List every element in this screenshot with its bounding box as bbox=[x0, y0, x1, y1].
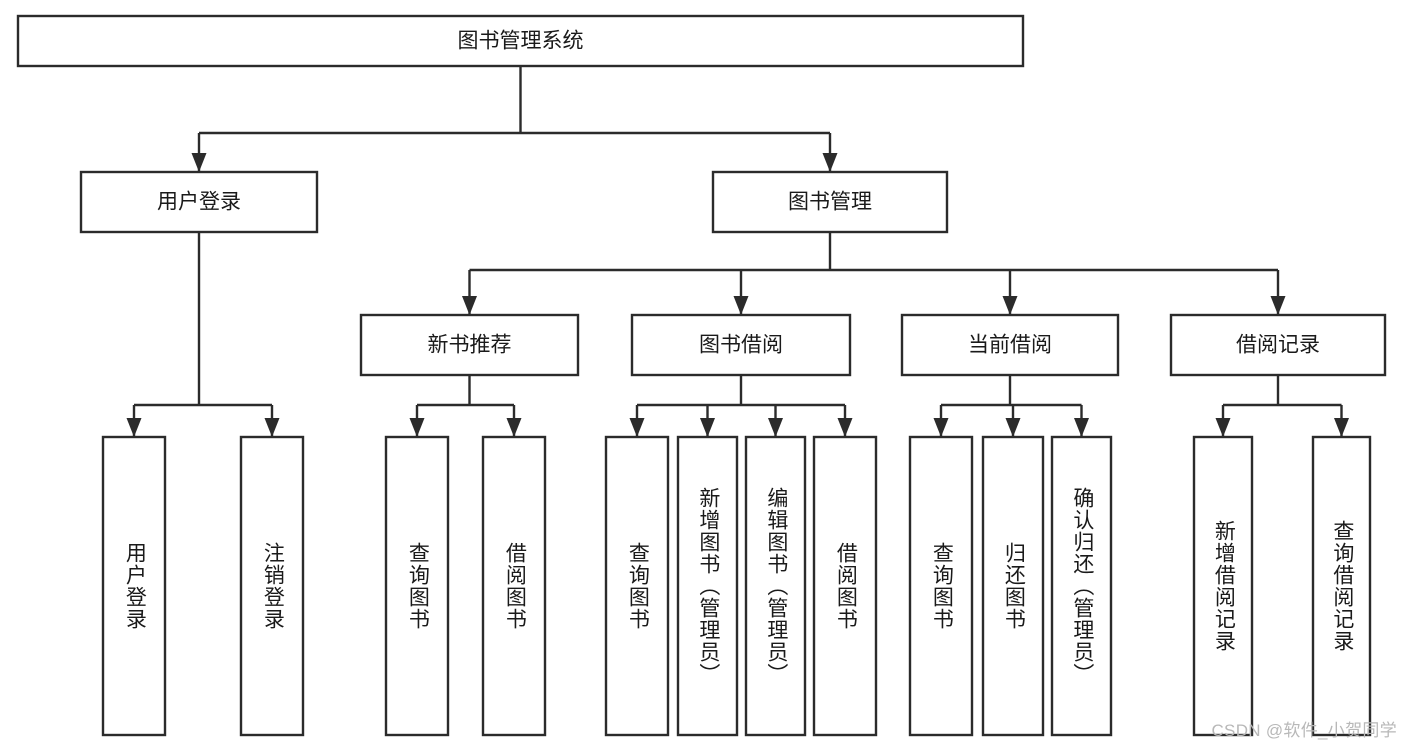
level1-node-label-0: 用户登录 bbox=[157, 191, 241, 214]
arrow-head-icon bbox=[768, 418, 783, 437]
leaf-node-box-8[interactable] bbox=[908, 435, 974, 737]
leaf-node-box-11[interactable] bbox=[1192, 435, 1254, 737]
level1-node-box-0[interactable] bbox=[79, 170, 319, 234]
level2-node-box-0[interactable] bbox=[359, 313, 580, 377]
arrow-head-icon bbox=[733, 296, 749, 315]
arrow-head-icon bbox=[629, 418, 645, 437]
arrow-head-icon bbox=[191, 153, 207, 172]
leaf-node-box-6[interactable] bbox=[744, 435, 807, 737]
node-boxes bbox=[16, 14, 1387, 737]
arrow-head-icon bbox=[462, 296, 477, 315]
csdn-watermark: CSDN @软件_小贺同学 bbox=[1211, 721, 1397, 740]
leaf-node-box-5[interactable] bbox=[676, 435, 739, 737]
leaf-node-box-12[interactable] bbox=[1311, 435, 1372, 737]
arrow-head-icon bbox=[700, 418, 715, 437]
leaf-node-box-4[interactable] bbox=[604, 435, 670, 737]
level1-node-label-1: 图书管理 bbox=[788, 191, 872, 214]
level2-node-label-2: 当前借阅 bbox=[968, 334, 1052, 357]
leaf-node-box-7[interactable] bbox=[812, 435, 878, 737]
arrow-head-icon bbox=[126, 418, 142, 437]
leaf-node-box-0[interactable] bbox=[101, 435, 167, 737]
arrow-head-icon bbox=[1005, 418, 1021, 437]
level2-node-box-3[interactable] bbox=[1169, 313, 1387, 377]
leaf-node-box-10[interactable] bbox=[1050, 435, 1113, 737]
arrow-head-icon bbox=[837, 418, 853, 437]
root-node-label: 图书管理系统 bbox=[458, 30, 584, 53]
level1-node-box-1[interactable] bbox=[711, 170, 949, 234]
level2-node-label-3: 借阅记录 bbox=[1236, 334, 1320, 357]
level2-node-label-0: 新书推荐 bbox=[428, 334, 512, 357]
leaf-node-box-9[interactable] bbox=[981, 435, 1045, 737]
arrow-head-icon bbox=[1074, 418, 1089, 437]
connector-lines bbox=[126, 66, 1349, 437]
arrow-head-icon bbox=[1215, 418, 1231, 437]
arrow-head-icon bbox=[409, 418, 425, 437]
root-node-box[interactable] bbox=[16, 14, 1025, 68]
level2-node-box-2[interactable] bbox=[900, 313, 1120, 377]
level2-node-box-1[interactable] bbox=[630, 313, 852, 377]
leaf-node-box-2[interactable] bbox=[384, 435, 450, 737]
arrow-head-icon bbox=[933, 418, 949, 437]
arrow-head-icon bbox=[822, 153, 838, 172]
level2-node-label-1: 图书借阅 bbox=[699, 334, 783, 357]
arrow-head-icon bbox=[264, 418, 280, 437]
arrow-head-icon bbox=[506, 418, 522, 437]
leaf-node-box-3[interactable] bbox=[481, 435, 547, 737]
arrow-head-icon bbox=[1002, 296, 1018, 315]
leaf-node-box-1[interactable] bbox=[239, 435, 305, 737]
arrow-head-icon bbox=[1270, 296, 1286, 315]
arrow-head-icon bbox=[1334, 418, 1349, 437]
